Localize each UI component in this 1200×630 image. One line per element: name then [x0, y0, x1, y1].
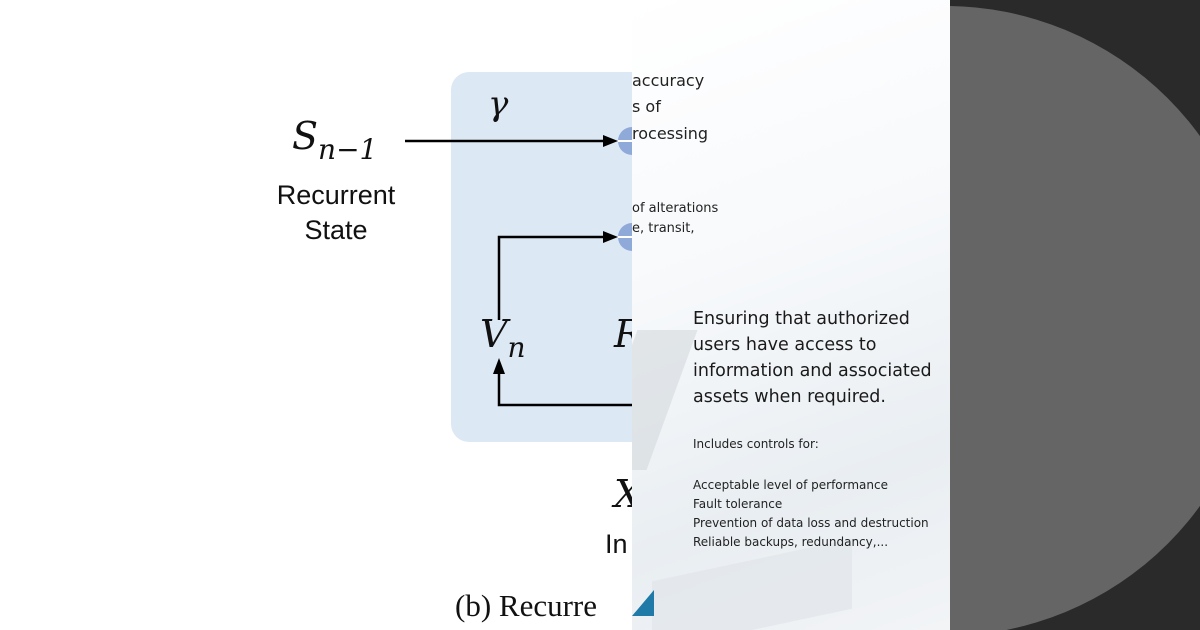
list-item: Acceptable level of performance [693, 478, 888, 492]
state-arrowhead [603, 135, 618, 147]
fragment-processing: rocessing [632, 124, 709, 143]
gray-circle [950, 6, 1200, 630]
v-subscript: n [507, 331, 526, 364]
v-variable: Vn [480, 312, 526, 364]
fragment-of: s of [632, 97, 661, 116]
feedback-line [497, 372, 632, 407]
fragment-alterations: of alterations [632, 201, 719, 216]
background-streak-lower [652, 538, 852, 630]
diagram-wires [405, 127, 632, 407]
fragment-transit: e, transit, [632, 221, 695, 236]
availability-heading: Ensuring that authorized users have acce… [693, 309, 932, 407]
list-item: Prevention of data loss and destruction [693, 516, 929, 530]
v-arrowhead [603, 231, 618, 243]
includes-label: Includes controls for: [693, 437, 819, 451]
diagram-panel: γ Sn−1 Recurrent State Vn R X In (b) Rec… [276, 72, 632, 623]
diagram-caption: (b) Recurre [455, 588, 597, 623]
controls-list: Acceptable level of performance Fault to… [693, 476, 943, 552]
list-item: Fault tolerance [693, 497, 783, 511]
feedback-arrowhead [493, 358, 505, 374]
dark-panel [950, 0, 1200, 630]
slide-panel: accuracy s of rocessing of alterations e… [632, 0, 950, 630]
accent-triangle [632, 590, 654, 616]
background-streak [632, 330, 698, 470]
state-label: Recurrent State [276, 180, 396, 245]
fragment-accuracy: accuracy [632, 71, 705, 90]
list-item: Reliable backups, redundancy,... [693, 535, 889, 549]
state-variable: Sn−1 [292, 114, 378, 166]
r-variable-partial: R [614, 312, 632, 356]
v-arrow [497, 235, 605, 320]
state-subscript: n−1 [318, 133, 378, 166]
x-variable-partial: X [614, 472, 632, 516]
gamma-symbol: γ [488, 84, 509, 124]
input-label-partial: In [605, 529, 628, 559]
recurrent-block [451, 72, 632, 442]
